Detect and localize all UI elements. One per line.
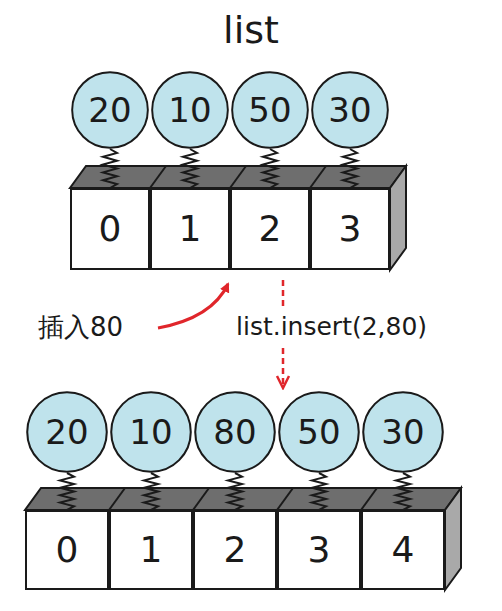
value-balloon: 30 <box>311 71 389 149</box>
index-box: 0 <box>70 188 150 270</box>
index-box: 4 <box>361 510 445 590</box>
index-box: 3 <box>310 188 390 270</box>
index-number: 2 <box>259 211 282 247</box>
value-number: 50 <box>297 415 340 449</box>
spring-connector <box>228 473 242 510</box>
spring-connector <box>396 473 410 510</box>
spring-connector <box>312 473 326 510</box>
value-number: 10 <box>129 415 172 449</box>
spring-connector <box>263 149 277 188</box>
value-balloon: 20 <box>26 391 108 473</box>
value-balloon: 10 <box>151 71 229 149</box>
spring-connector <box>343 149 357 188</box>
value-balloon: 50 <box>231 71 309 149</box>
dashed-arrow <box>282 348 285 388</box>
index-number: 2 <box>224 532 247 568</box>
index-number: 0 <box>56 532 79 568</box>
title: list <box>0 10 502 52</box>
value-balloon: 30 <box>362 391 444 473</box>
value-balloon: 10 <box>110 391 192 473</box>
index-number: 4 <box>392 532 415 568</box>
spring-connector <box>183 149 197 188</box>
spring-connector <box>144 473 158 510</box>
value-number: 80 <box>213 415 256 449</box>
value-balloon: 20 <box>71 71 149 149</box>
index-box: 2 <box>230 188 310 270</box>
index-number: 3 <box>308 532 331 568</box>
value-number: 10 <box>168 93 211 127</box>
index-number: 1 <box>140 532 163 568</box>
spring-connector <box>60 473 74 510</box>
value-balloon: 50 <box>278 391 360 473</box>
spring-connector <box>103 149 117 188</box>
value-balloon: 80 <box>194 391 276 473</box>
value-number: 30 <box>381 415 424 449</box>
index-number: 0 <box>99 211 122 247</box>
index-box: 1 <box>150 188 230 270</box>
index-number: 1 <box>179 211 202 247</box>
value-number: 50 <box>248 93 291 127</box>
value-number: 20 <box>45 415 88 449</box>
annotation-label: list.insert(2,80) <box>236 312 427 342</box>
value-number: 30 <box>328 93 371 127</box>
value-number: 20 <box>88 93 131 127</box>
dashed-line <box>282 280 285 306</box>
index-box: 1 <box>109 510 193 590</box>
index-box: 0 <box>25 510 109 590</box>
index-number: 3 <box>339 211 362 247</box>
index-box: 3 <box>277 510 361 590</box>
annotation-label: 插入80 <box>38 312 123 343</box>
index-box: 2 <box>193 510 277 590</box>
insert-arrow <box>158 284 228 328</box>
